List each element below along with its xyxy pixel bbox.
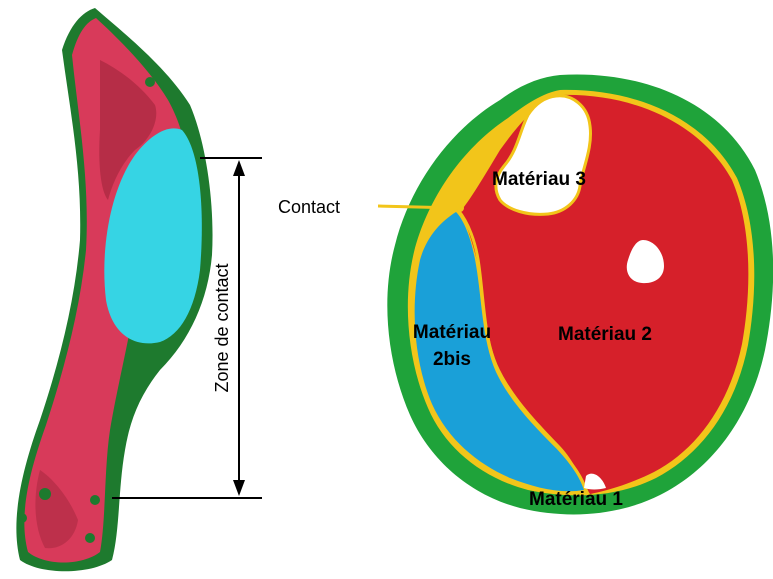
- cross-section: [387, 74, 773, 514]
- zone-de-contact-label: Zone de contact: [212, 263, 232, 392]
- limb-fleck: [145, 77, 155, 87]
- dimension-arrow-bottom: [233, 480, 245, 496]
- limb-fleck: [90, 495, 100, 505]
- material-2bis-label-line1: Matériau: [413, 322, 491, 343]
- limb-fleck: [39, 488, 51, 500]
- contact-leader-line: [378, 206, 458, 208]
- limb-model: [16, 8, 212, 571]
- limb-fleck: [17, 513, 27, 523]
- contact-label: Contact: [278, 197, 340, 217]
- dimension-arrow-top: [233, 160, 245, 176]
- material-2-label: Matériau 2: [558, 324, 652, 345]
- material-1-label: Matériau 1: [529, 489, 623, 510]
- material-2bis-label-line2: 2bis: [433, 349, 471, 370]
- material-3-label: Matériau 3: [492, 169, 586, 190]
- limb-fleck: [85, 533, 95, 543]
